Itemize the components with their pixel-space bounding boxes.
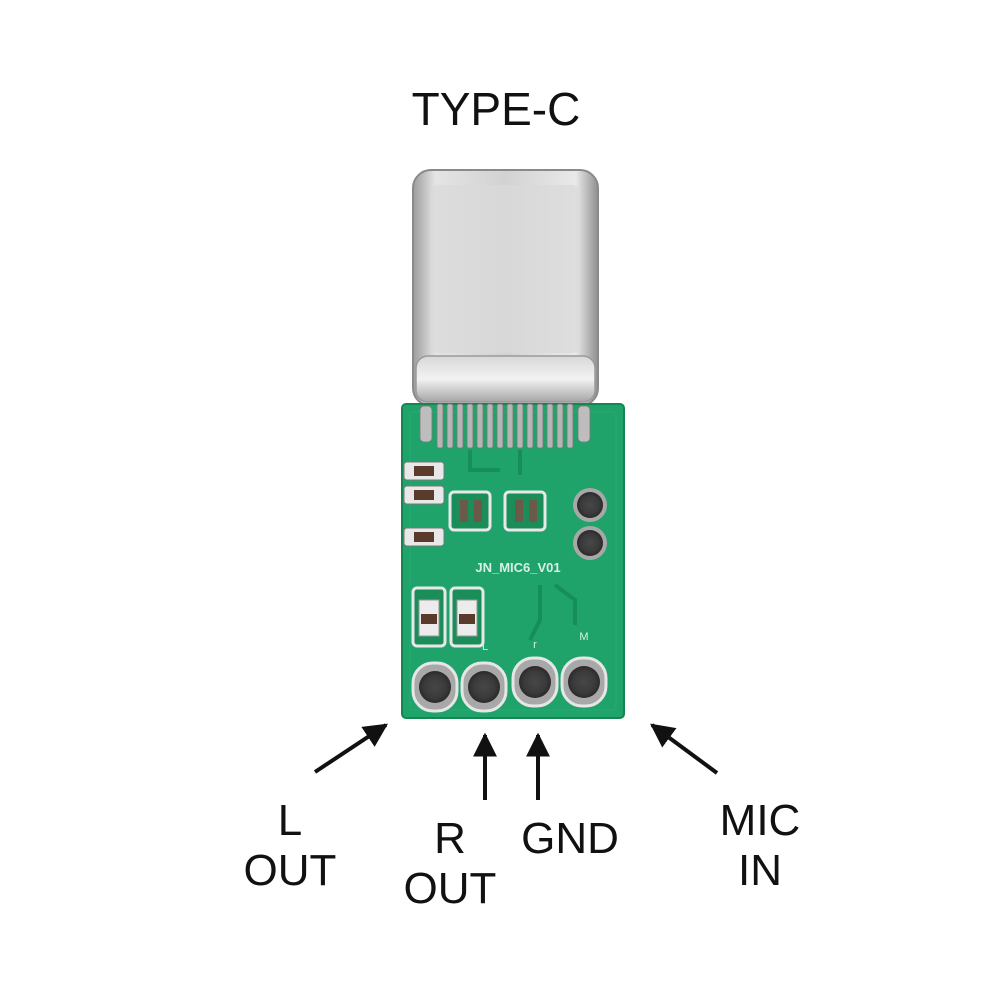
label-l-out-line2: OUT	[243, 846, 337, 895]
mounting-pads	[573, 488, 607, 560]
label-r-out-line1: R	[434, 814, 466, 863]
board-silkscreen: JN_MIC6_V01	[475, 560, 560, 575]
pcb-traces	[468, 450, 577, 641]
pointer-arrows	[313, 723, 719, 800]
title-type-c: TYPE-C	[411, 83, 581, 135]
arrow-l-out	[313, 723, 389, 774]
arrow-mic-in	[650, 723, 719, 775]
label-gnd: GND	[510, 814, 630, 864]
label-gnd-line1: GND	[521, 814, 619, 863]
usb-c-connector	[412, 169, 599, 407]
pad-mark-gnd: r	[533, 639, 537, 651]
label-mic-in-line1: MIC	[719, 796, 801, 845]
label-r-out-line2: OUT	[403, 864, 497, 913]
pad-mark-r: L	[482, 641, 488, 653]
smd-components	[403, 461, 547, 648]
label-r-out: R OUT	[390, 814, 510, 914]
connector-pins	[419, 403, 591, 449]
pcb-board: JN_MIC6_V01 L r M	[401, 403, 625, 719]
label-l-out: L OUT	[230, 796, 350, 896]
label-mic-in: MIC IN	[700, 796, 820, 896]
pad-mark-mic: M	[579, 631, 588, 643]
label-l-out-line1: L	[277, 796, 303, 845]
label-mic-in-line2: IN	[738, 846, 782, 895]
output-pads	[411, 656, 608, 713]
